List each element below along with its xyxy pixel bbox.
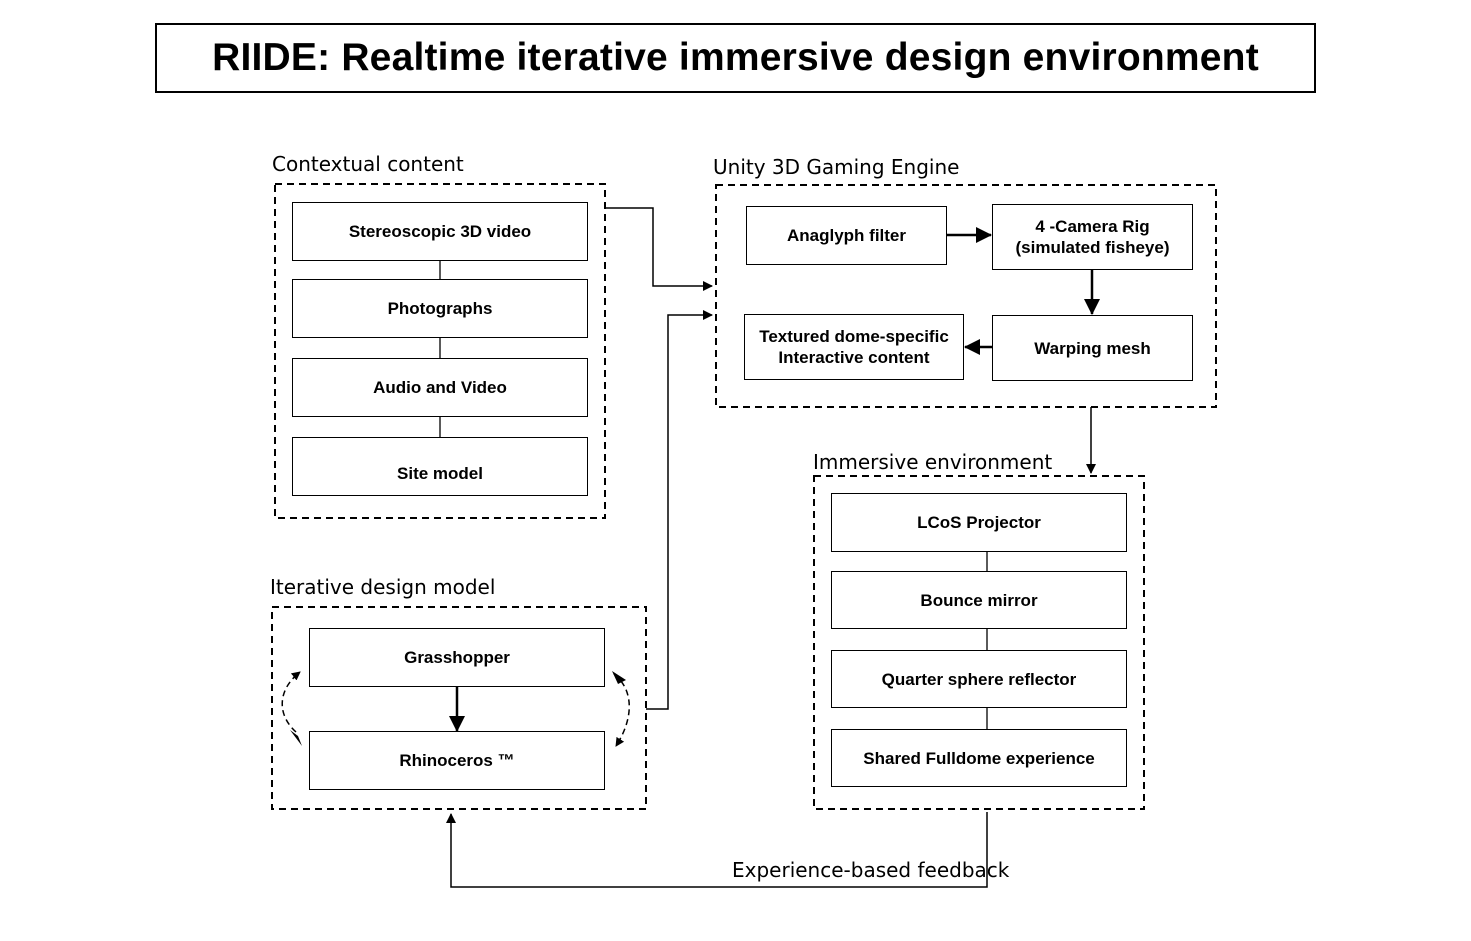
stereoscopic-video-node: Stereoscopic 3D video bbox=[292, 202, 588, 261]
feedback-loop-arrow bbox=[446, 812, 988, 888]
unity-group-frame bbox=[715, 184, 1217, 408]
immersive-group-frame bbox=[813, 475, 1145, 810]
rhinoceros-node: Rhinoceros ™ bbox=[309, 731, 605, 790]
bounce-mirror-node: Bounce mirror bbox=[831, 571, 1127, 629]
iterative-group-frame bbox=[271, 606, 647, 810]
contextual-group-frame bbox=[274, 183, 606, 519]
contextual-group-label: Contextual content bbox=[272, 152, 464, 176]
feedback-label: Experience-based feedback bbox=[732, 858, 1010, 882]
right-iteration-arrowhead-top bbox=[612, 671, 626, 684]
photographs-node: Photographs bbox=[292, 279, 588, 338]
title-box: RIIDE: Realtime iterative immersive desi… bbox=[155, 23, 1316, 93]
warping-mesh-node: Warping mesh bbox=[992, 315, 1193, 381]
left-iteration-arrow-up bbox=[281, 671, 301, 733]
page-title: RIIDE: Realtime iterative immersive desi… bbox=[212, 36, 1259, 79]
textured-content-node: Textured dome-specific Interactive conte… bbox=[744, 314, 964, 380]
unity-group-label: Unity 3D Gaming Engine bbox=[713, 155, 960, 179]
iterative-to-unity-arrow bbox=[646, 310, 713, 710]
audio-video-node: Audio and Video bbox=[292, 358, 588, 417]
left-iteration-arrowhead-bottom bbox=[290, 730, 302, 746]
quarter-sphere-reflector-node: Quarter sphere reflector bbox=[831, 650, 1127, 708]
anaglyph-filter-node: Anaglyph filter bbox=[746, 206, 947, 265]
iterative-group-label: Iterative design model bbox=[270, 575, 496, 599]
lcos-projector-node: LCoS Projector bbox=[831, 493, 1127, 552]
site-model-node: Site model bbox=[292, 437, 588, 496]
grasshopper-node: Grasshopper bbox=[309, 628, 605, 687]
immersive-group-label: Immersive environment bbox=[813, 450, 1053, 474]
contextual-to-unity-arrow bbox=[605, 207, 713, 291]
right-iteration-arrow-down bbox=[613, 673, 630, 747]
shared-fulldome-node: Shared Fulldome experience bbox=[831, 729, 1127, 787]
camera-rig-node: 4 -Camera Rig (simulated fisheye) bbox=[992, 204, 1193, 270]
